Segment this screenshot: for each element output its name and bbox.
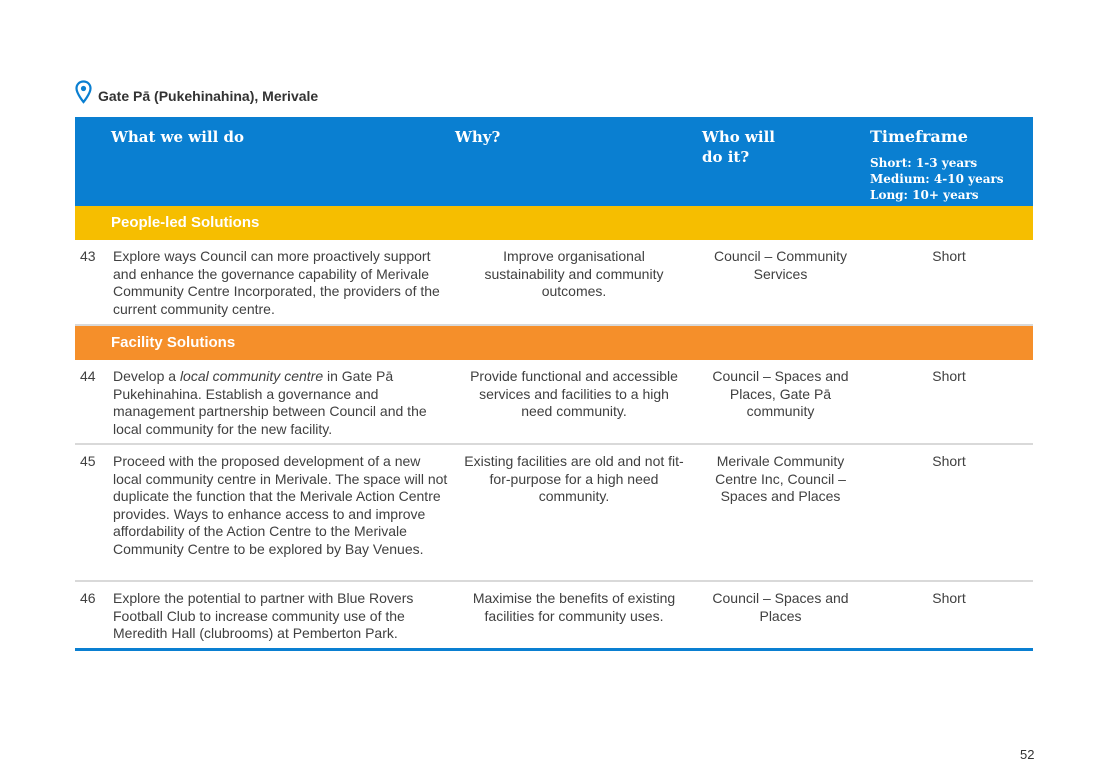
row-timeframe: Short (932, 590, 966, 606)
row-who: Council – Community Services (713, 248, 848, 282)
header-what: What we will do (111, 128, 245, 146)
timeframe-short: Short: 1-3 years (870, 156, 978, 170)
table-row: 44 Develop a local community centre in G… (75, 360, 1033, 445)
row-who: Merivale Community Centre Inc, Council –… (715, 453, 846, 504)
header-who-line2: do it? (702, 148, 750, 166)
location-label: Gate Pā (Pukehinahina), Merivale (98, 87, 319, 104)
row-number: 45 (80, 453, 96, 469)
row-what: Proceed with the proposed development of… (113, 453, 448, 557)
timeframe-medium: Medium: 4-10 years (870, 172, 1004, 186)
row-what-text: in Gate Pā Pukehinahina. Establish a gov… (113, 368, 427, 437)
row-who: Council – Spaces and Places (712, 590, 849, 624)
row-number: 44 (80, 368, 96, 384)
table-row: 45 Proceed with the proposed development… (75, 445, 1033, 582)
row-what: Explore ways Council can more proactivel… (113, 248, 440, 317)
row-what-text: Develop a (113, 368, 180, 384)
row-number: 43 (80, 248, 96, 264)
row-why: Maximise the benefits of existing facili… (472, 590, 676, 624)
table-row: 43 Explore ways Council can more proacti… (75, 240, 1033, 326)
header-timeframe: Timeframe (870, 127, 968, 146)
row-what: Explore the potential to partner with Bl… (113, 590, 414, 641)
row-timeframe: Short (932, 368, 966, 384)
action-table: What we will do Why? Who will do it? Tim… (75, 117, 1033, 651)
timeframe-long: Long: 10+ years (870, 188, 979, 202)
row-who: Council – Spaces and Places, Gate Pā com… (712, 368, 849, 419)
header-why: Why? (455, 128, 501, 146)
row-why: Improve organisational sustainability an… (484, 248, 664, 299)
section-facility: Facility Solutions (75, 326, 1033, 360)
row-why: Provide functional and accessible servic… (470, 368, 678, 419)
row-timeframe: Short (932, 453, 966, 469)
row-why: Existing facilities are old and not fit-… (464, 453, 684, 504)
section-people-led: People-led Solutions (75, 206, 1033, 240)
page-number: 52 (1020, 747, 1035, 762)
row-what: Develop a local community centre in Gate… (113, 368, 448, 438)
header-who-line1: Who will (702, 128, 775, 146)
row-timeframe: Short (932, 248, 966, 264)
row-what-emphasis: local community centre (179, 368, 324, 384)
header-who: Who will do it? (702, 127, 775, 167)
table-header: What we will do Why? Who will do it? Tim… (75, 117, 1033, 206)
row-number: 46 (80, 590, 96, 606)
timeframe-legend: Short: 1-3 years Medium: 4-10 years Long… (870, 155, 1004, 203)
map-pin-icon (75, 80, 92, 104)
table-row: 46 Explore the potential to partner with… (75, 582, 1033, 651)
location-heading: Gate Pā (Pukehinahina), Merivale (75, 80, 318, 104)
